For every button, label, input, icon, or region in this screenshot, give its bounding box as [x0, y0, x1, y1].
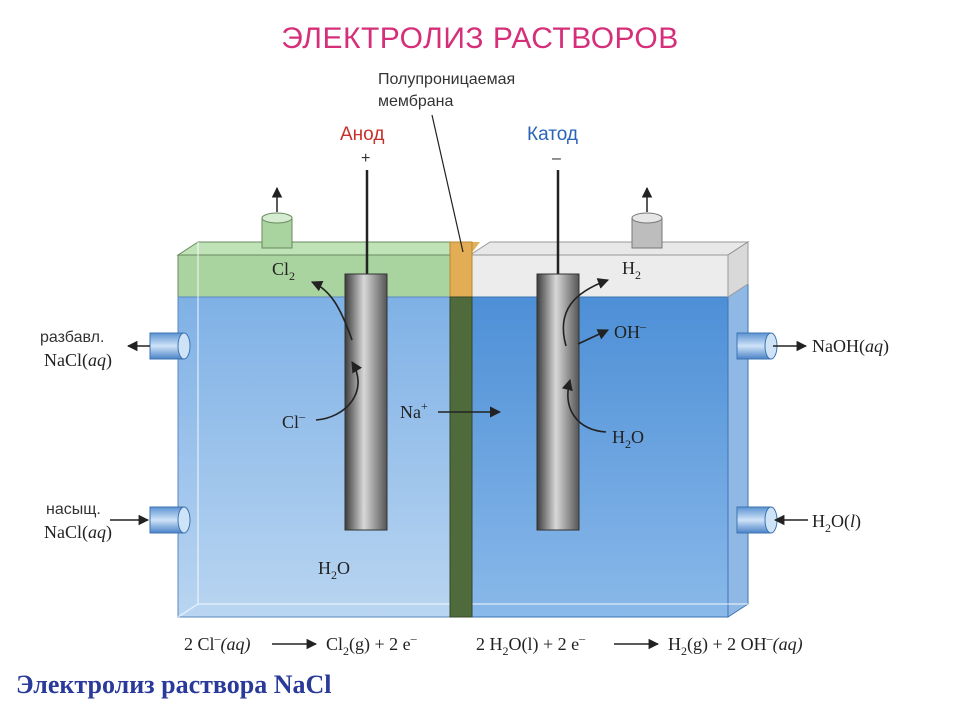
gas-space-left [177, 254, 451, 298]
pipe-naoh [736, 332, 778, 360]
membrane-label-line2: мембрана [378, 93, 454, 110]
water-inlet-label: H2O(l) [812, 511, 861, 535]
pipe-dilute [149, 332, 191, 360]
h2o-solution-label: H2O [318, 558, 350, 582]
cathode-electrode [536, 273, 580, 531]
cathode-equation-right: H2(g) + 2 OH–(aq) [668, 631, 803, 658]
tank-side-right [727, 241, 749, 618]
naoh-label: NaOH(aq) [812, 336, 889, 357]
membrane [449, 296, 473, 618]
pipe-saturated [149, 506, 191, 534]
cl2-label: Cl2 [272, 259, 295, 283]
solution-right [469, 296, 729, 618]
na-ion-label: Na+ [400, 399, 428, 422]
tank-top-right [468, 241, 750, 256]
solution-left [177, 296, 451, 618]
cathode-label: Катод [527, 124, 578, 145]
anode-label: Анод [340, 124, 384, 145]
anode-equation-right: Cl2(g) + 2 e– [326, 631, 418, 658]
cathode-sign: – [552, 150, 561, 167]
membrane-gas [449, 241, 473, 298]
anode-equation-left: 2 Cl–(aq) [184, 631, 251, 655]
pipe-water [736, 506, 778, 534]
saturated-label-line1: насыщ. [46, 501, 101, 518]
anode-sign: + [361, 150, 370, 167]
h2o-cathode-label: H2O [612, 427, 644, 451]
slide-title: ЭЛЕКТРОЛИЗ РАСТВОРОВ [281, 22, 679, 55]
oh-ion-label: OH– [614, 319, 647, 342]
gas-space-right [469, 254, 729, 298]
tank-top-left [176, 241, 472, 256]
saturated-label-line2: NaCl(aq) [44, 522, 112, 543]
cathode-equation-left: 2 H2O(l) + 2 e– [476, 631, 586, 658]
tank-side-right-gas [727, 241, 749, 298]
dilute-label-line1: разбавл. [40, 329, 104, 346]
cl-ion-label: Cl– [282, 409, 306, 432]
dilute-label-line2: NaCl(aq) [44, 350, 112, 371]
membrane-label-line1: Полупроницаемая [378, 71, 515, 88]
footer-caption: Электролиз раствора NaCl [16, 670, 332, 699]
h2-label: H2 [622, 258, 641, 282]
